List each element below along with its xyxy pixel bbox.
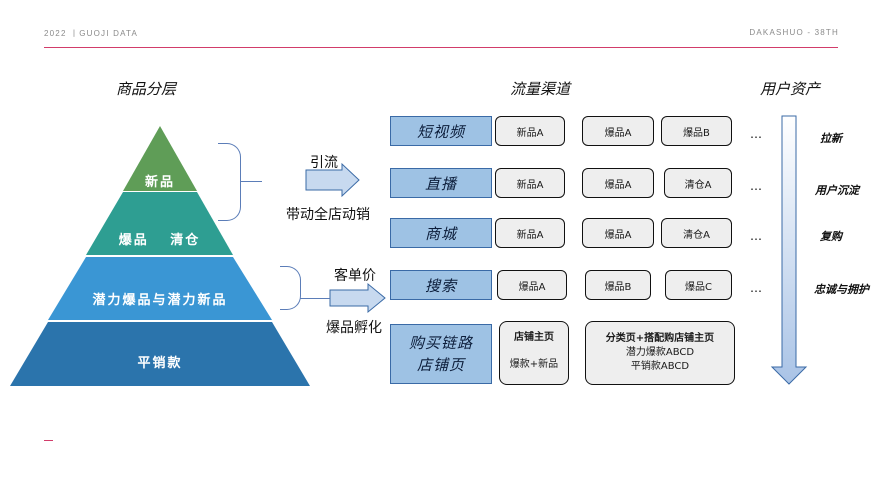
assets-title: 用户资产	[760, 80, 821, 98]
purchase-name-line2: 店铺页	[416, 356, 465, 374]
more-indicator: …	[750, 179, 763, 193]
arrow-upper-sublabel: 带动全店动销	[286, 207, 370, 223]
arrow-upper-label: 引流	[310, 155, 338, 171]
header-left-text: 2022 丨GUOJI DATA	[44, 29, 139, 38]
asset-flow-arrow	[770, 115, 808, 385]
channel-item: 新品A	[495, 218, 565, 248]
channel-short-video: 短视频	[390, 116, 492, 146]
pyramid-level-new	[123, 126, 197, 191]
channel-item: 新品A	[495, 168, 565, 198]
channel-item: 新品A	[495, 116, 565, 146]
category-page-line2: 平销款ABCD	[630, 361, 690, 372]
channel-item: 清仓A	[664, 168, 732, 198]
pyramid-label-new: 新品	[144, 175, 175, 190]
bracket-upper-tip	[240, 181, 262, 182]
asset-repurchase: 复购	[820, 230, 842, 243]
pyramid-label-hot-clearance: 爆品 清仓	[118, 233, 201, 248]
channel-live: 直播	[390, 168, 492, 198]
footer-mark	[44, 440, 53, 441]
channel-item: 爆品B	[661, 116, 732, 146]
category-page-title: 分类页+搭配购店铺主页	[605, 333, 715, 344]
asset-acquisition: 拉新	[820, 132, 842, 145]
tiers-title: 商品分层	[116, 80, 177, 98]
header-divider	[44, 47, 838, 48]
channel-item: 爆品C	[665, 270, 732, 300]
store-home-line: 爆款+新品	[509, 359, 559, 370]
channel-item: 爆品A	[582, 218, 654, 248]
pyramid-level-hot-clearance	[86, 192, 233, 255]
channel-item: 爆品A	[497, 270, 567, 300]
more-indicator: …	[750, 281, 763, 295]
arrow-lower	[329, 282, 386, 314]
bracket-lower	[280, 266, 301, 310]
bracket-upper	[218, 143, 241, 221]
category-page-box: 分类页+搭配购店铺主页 潜力爆款ABCD 平销款ABCD	[585, 321, 735, 385]
more-indicator: …	[750, 127, 763, 141]
channel-purchase-path: 购买链路 店铺页	[390, 324, 492, 384]
pyramid-label-potential: 潜力爆品与潜力新品	[92, 293, 228, 308]
channel-item: 爆品A	[582, 116, 654, 146]
channel-item: 爆品A	[582, 168, 654, 198]
channels-title: 流量渠道	[510, 80, 571, 98]
store-home-title: 店铺主页	[514, 332, 554, 343]
pyramid-level-potential	[48, 257, 272, 320]
pyramid-label-regular: 平销款	[137, 356, 183, 371]
more-indicator: …	[750, 229, 763, 243]
purchase-name-line1: 购买链路	[408, 334, 473, 352]
channel-search: 搜索	[390, 270, 492, 300]
pyramid-level-regular	[10, 322, 310, 386]
bracket-lower-tip	[300, 298, 330, 299]
arrow-upper	[305, 162, 360, 198]
channel-mall: 商城	[390, 218, 492, 248]
asset-loyalty: 忠诚与拥护	[814, 283, 869, 296]
header-right-text: DAKASHUO - 38TH	[749, 28, 839, 37]
store-home-box: 店铺主页 爆款+新品	[499, 321, 569, 385]
channel-item: 爆品B	[585, 270, 651, 300]
arrow-lower-label: 客单价	[334, 268, 376, 284]
asset-retention: 用户沉淀	[815, 184, 859, 197]
arrow-lower-sublabel: 爆品孵化	[326, 320, 382, 336]
category-page-line1: 潜力爆款ABCD	[625, 347, 695, 358]
channel-item: 清仓A	[661, 218, 732, 248]
